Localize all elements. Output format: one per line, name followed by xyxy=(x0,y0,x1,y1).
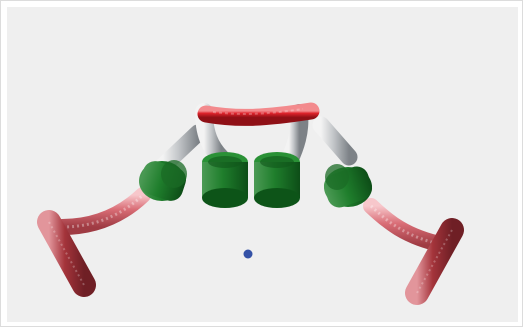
right-inner-green-cylinder xyxy=(254,152,300,208)
top-red-bridge xyxy=(206,109,311,117)
molecule-scene xyxy=(7,7,518,322)
right-pink-arm xyxy=(371,206,444,245)
left-pink-arm xyxy=(62,195,143,227)
3d-viewport[interactable] xyxy=(7,7,518,322)
left-inner-green-cylinder xyxy=(202,152,248,208)
blue-point xyxy=(244,250,253,259)
